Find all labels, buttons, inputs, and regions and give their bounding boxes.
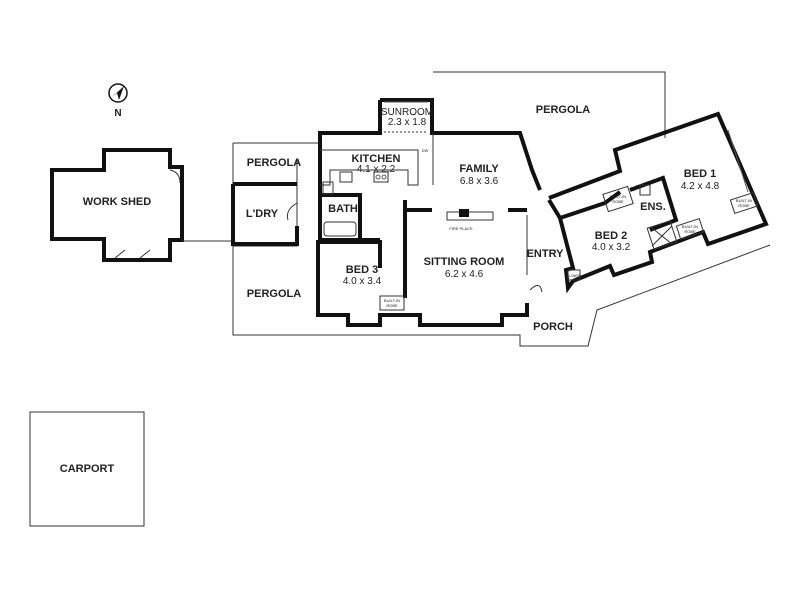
sunroom-label: SUNROOM <box>381 107 433 118</box>
fireplace-label: FIRE PLACE <box>449 226 473 231</box>
bed1-label: BED 1 <box>684 168 716 180</box>
ensuite-bir-line1: BUILT-IN <box>682 224 698 229</box>
sitting-room-dims: 6.2 x 4.6 <box>445 269 484 280</box>
north-compass: N <box>108 83 128 119</box>
pergola-top-label: PERGOLA <box>536 104 590 116</box>
bath-label: BATH <box>328 203 358 215</box>
work-shed: WORK SHED <box>50 148 232 262</box>
entry-label: ENTRY <box>527 248 565 260</box>
bed-3: BUILT-IN ROBE BED 3 4.0 x 3.4 <box>318 200 407 311</box>
main-house-walls <box>316 98 769 327</box>
laundry: L'DRY <box>231 182 299 246</box>
bed1-dims: 4.2 x 4.8 <box>681 181 720 192</box>
family-sitting: FIRE PLACE FAMILY 6.8 x 3.6 SITTING ROOM… <box>405 133 528 280</box>
bed2-dims: 4.0 x 3.2 <box>592 242 631 253</box>
bed3-label: BED 3 <box>346 264 378 276</box>
ensuite-bir-line2: ROBE <box>684 229 696 234</box>
ensuite: ENS. BUILT-IN ROBE <box>629 175 705 250</box>
laundry-label: L'DRY <box>246 208 279 220</box>
bed2-label: BED 2 <box>595 230 627 242</box>
north-label: N <box>114 108 121 119</box>
ensuite-label: ENS. <box>640 201 666 213</box>
pergola-left-label: PERGOLA <box>247 157 301 169</box>
carport: CARPORT <box>29 411 145 527</box>
linen-label: LINEN <box>569 273 581 278</box>
family-label: FAMILY <box>459 163 499 175</box>
pergola-outline <box>232 71 771 347</box>
pergola-bottom-label: PERGOLA <box>247 288 301 300</box>
sunroom: SUNROOM 2.3 x 1.8 <box>381 101 433 133</box>
dishwasher-label: DW <box>422 148 429 153</box>
bath: BATH <box>320 181 380 242</box>
bed2-bir-line1: BUILT-IN <box>610 194 626 199</box>
entry-door-swing <box>529 285 543 293</box>
bed3-bir-line1: BUILT-IN <box>384 298 400 303</box>
carport-label: CARPORT <box>60 463 115 475</box>
bed1-bir-line2: ROBE <box>738 203 750 208</box>
kitchen-label: KITCHEN <box>352 153 401 165</box>
bed3-bir-line2: ROBE <box>386 303 398 308</box>
bed1-bir-line1: BUILT-IN <box>736 198 752 203</box>
bed3-dims: 4.0 x 3.4 <box>343 276 382 287</box>
work-shed-label: WORK SHED <box>83 196 152 208</box>
bed-2: BUILT-IN ROBE LINEN BED 2 4.0 x 3.2 <box>559 185 634 281</box>
kitchen-dims: 4.1 x 2.2 <box>357 164 396 175</box>
family-dims: 6.8 x 3.6 <box>460 176 499 187</box>
sitting-room-label: SITTING ROOM <box>424 256 505 268</box>
sunroom-dims: 2.3 x 1.8 <box>388 117 427 128</box>
bed-1: BUILT-IN ROBE BED 1 4.2 x 4.8 <box>681 129 759 214</box>
bed2-bir-line2: ROBE <box>612 199 624 204</box>
porch-label: PORCH <box>533 321 573 333</box>
kitchen: DW KITCHEN 4.1 x 2.2 <box>320 148 429 186</box>
